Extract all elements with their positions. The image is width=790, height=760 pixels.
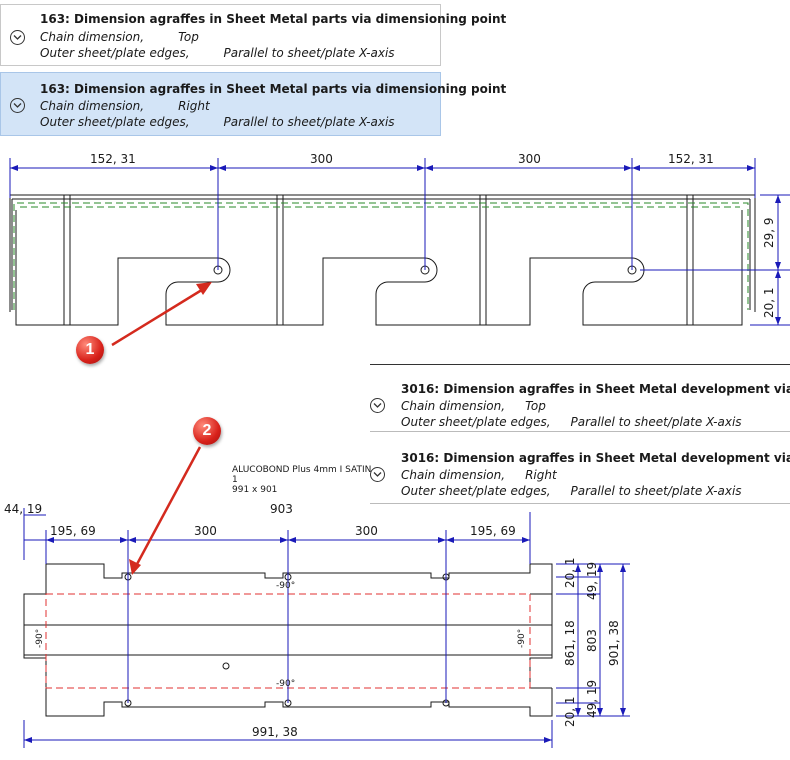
card-title: 3016: Dimension agraffes in Sheet Metal … (401, 382, 790, 396)
callout-marker-1: 1 (76, 336, 104, 364)
card-line3: Outer sheet/plate edges,Parallel to shee… (40, 46, 395, 60)
dim-text-bottom: 991, 38 (252, 725, 298, 739)
card-line2: Chain dimension,Right (401, 468, 557, 482)
quantity-label: 1 (232, 475, 238, 485)
bend-angle: -90° (517, 628, 527, 648)
dim-text: 300 (355, 524, 378, 538)
dim-text: 300 (310, 152, 333, 166)
chevron-down-icon[interactable] (10, 30, 25, 45)
dim-text: 152, 31 (668, 152, 714, 166)
size-label: 991 x 901 (232, 485, 278, 495)
bend-angle: -90° (276, 679, 296, 689)
card-line2: Chain dimension,Right (40, 99, 210, 113)
card-title: 163: Dimension agraffes in Sheet Metal p… (40, 82, 507, 96)
card-line3: Outer sheet/plate edges,Parallel to shee… (40, 115, 395, 129)
dim-text: 861, 18 (563, 620, 577, 666)
bend-angle: -90° (276, 581, 296, 591)
card-title: 3016: Dimension agraffes in Sheet Metal … (401, 451, 790, 465)
bend-angle: -90° (35, 628, 45, 648)
feature-card-3016-right[interactable]: 3016: Dimension agraffes in Sheet Metal … (370, 436, 790, 504)
dim-text: 49, 19 (585, 679, 599, 718)
dim-text: 152, 31 (90, 152, 136, 166)
drawing1-arrowheads (10, 165, 781, 325)
part-outline (9, 194, 756, 326)
dim-text: 803 (585, 629, 599, 652)
feature-card-163-top[interactable]: 163: Dimension agraffes in Sheet Metal p… (0, 4, 506, 66)
chevron-down-icon[interactable] (370, 467, 385, 482)
dim-text: 195, 69 (470, 524, 516, 538)
drawing1-dimensions (9, 158, 790, 326)
dim-text: 20, 1 (762, 287, 776, 318)
dim-text: 29, 9 (762, 217, 776, 248)
dim-text: 195, 69 (50, 524, 96, 538)
callout-arrows (111, 282, 212, 575)
feature-card-3016-top[interactable]: 3016: Dimension agraffes in Sheet Metal … (370, 364, 790, 432)
chevron-down-icon[interactable] (10, 98, 25, 113)
dim-text: 300 (518, 152, 541, 166)
dim-text-overall: 903 (270, 502, 293, 516)
card-line3: Outer sheet/plate edges,Parallel to shee… (401, 484, 742, 498)
feature-card-163-right[interactable]: 163: Dimension agraffes in Sheet Metal p… (0, 72, 506, 136)
card-line2: Chain dimension,Top (40, 30, 199, 44)
material-label: ALUCOBOND Plus 4mm I SATIN (232, 465, 372, 475)
dim-text: 901, 38 (607, 620, 621, 666)
drawing2-arrowheads (24, 537, 626, 743)
dim-text: 20, 1 (563, 696, 577, 727)
dim-text: 20, 1 (563, 557, 577, 588)
callout-marker-2: 2 (193, 417, 221, 445)
chevron-down-icon[interactable] (370, 398, 385, 413)
card-line2: Chain dimension,Top (401, 399, 546, 413)
card-line3: Outer sheet/plate edges,Parallel to shee… (401, 415, 742, 429)
card-title: 163: Dimension agraffes in Sheet Metal p… (40, 12, 507, 26)
drawing2-dimensions (23, 508, 630, 748)
dim-text-offset: 44, 19 (4, 502, 43, 516)
dim-text: 300 (194, 524, 217, 538)
dim-text: 49, 19 (585, 561, 599, 600)
green-dashed-edge (13, 202, 749, 310)
